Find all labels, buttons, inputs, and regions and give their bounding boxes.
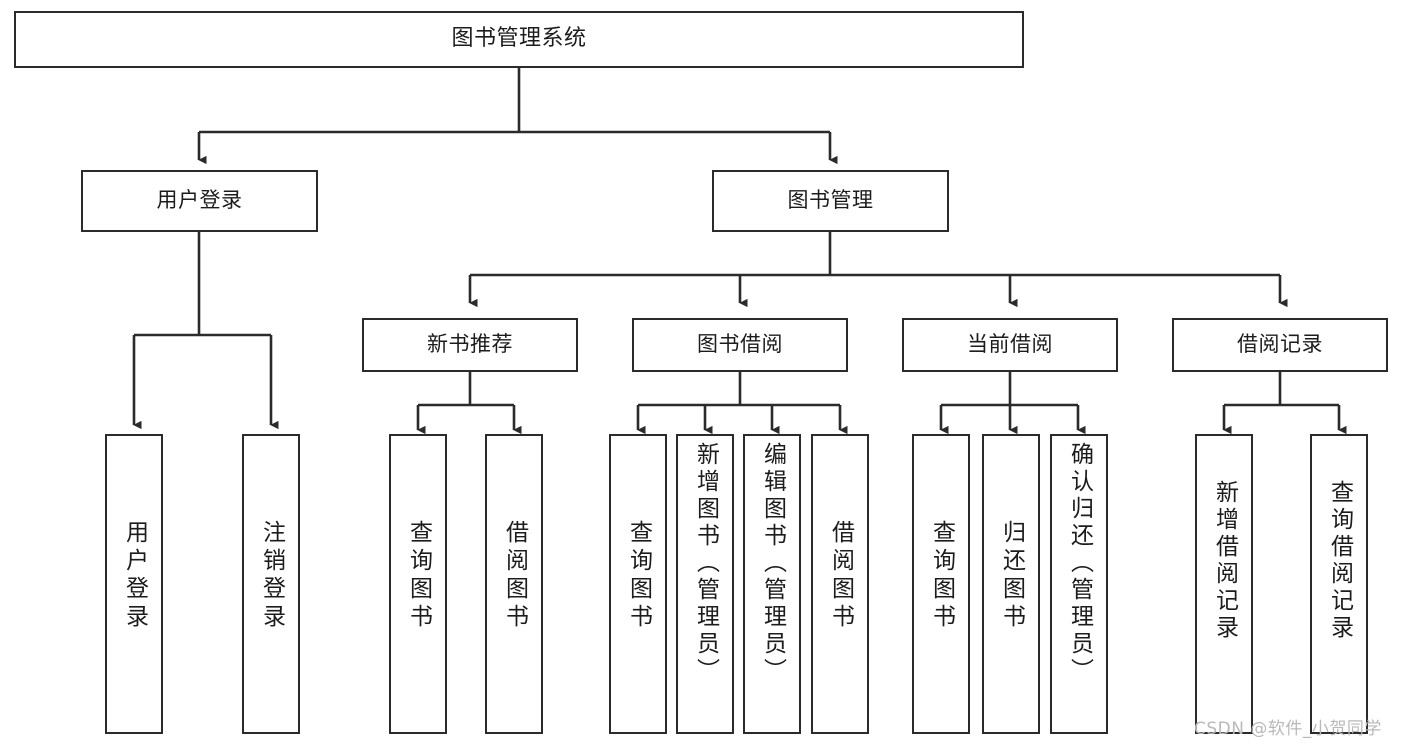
node-label: 借阅记录 [1237, 332, 1323, 357]
leaf-confirm-return-admin[interactable]: 确认归还（管理员） [1050, 434, 1108, 734]
node-label: 图书管理 [787, 188, 874, 213]
leaf-add-borrow-record[interactable]: 新增借阅记录 [1195, 434, 1253, 734]
node-label: 新书推荐 [427, 332, 513, 357]
node-label: 图书借阅 [697, 332, 783, 357]
leaf-logout-login[interactable]: 注销登录 [242, 434, 300, 734]
leaf-return-book[interactable]: 归还图书 [982, 434, 1040, 734]
leaf-borrow-book[interactable]: 借阅图书 [811, 434, 869, 734]
node-label: 用户登录 [156, 188, 243, 213]
node-user-login[interactable]: 用户登录 [81, 170, 318, 232]
node-label: 查询图书 [928, 520, 955, 632]
node-root-system[interactable]: 图书管理系统 [14, 11, 1024, 68]
leaf-query-book-recommend[interactable]: 查询图书 [389, 434, 447, 734]
node-label: 新增图书（管理员） [692, 442, 719, 685]
node-label: 查询图书 [625, 520, 652, 632]
node-label: 新增借阅记录 [1211, 480, 1238, 642]
node-new-book-recommend[interactable]: 新书推荐 [362, 318, 578, 372]
node-label: 确认归还（管理员） [1066, 442, 1093, 685]
node-label: 借阅图书 [827, 520, 854, 632]
node-label: 查询图书 [405, 520, 432, 632]
node-label: 注销登录 [258, 520, 285, 632]
node-label: 图书管理系统 [451, 26, 587, 52]
leaf-query-borrow-record[interactable]: 查询借阅记录 [1310, 434, 1368, 734]
leaf-query-book-borrow[interactable]: 查询图书 [609, 434, 667, 734]
node-label: 当前借阅 [967, 332, 1053, 357]
leaf-borrow-book-recommend[interactable]: 借阅图书 [485, 434, 543, 734]
node-label: 用户登录 [121, 520, 148, 632]
leaf-add-book-admin[interactable]: 新增图书（管理员） [676, 434, 734, 734]
node-borrow-record[interactable]: 借阅记录 [1172, 318, 1388, 372]
node-label: 借阅图书 [501, 520, 528, 632]
node-label: 编辑图书（管理员） [759, 442, 786, 685]
node-label: 归还图书 [998, 520, 1025, 632]
node-book-borrow[interactable]: 图书借阅 [632, 318, 848, 372]
csdn-watermark: CSDN @软件_小贺同学 [1194, 719, 1382, 739]
node-book-management[interactable]: 图书管理 [712, 170, 949, 232]
node-label: 查询借阅记录 [1326, 480, 1353, 642]
node-current-borrow[interactable]: 当前借阅 [902, 318, 1118, 372]
leaf-edit-book-admin[interactable]: 编辑图书（管理员） [743, 434, 801, 734]
leaf-user-login[interactable]: 用户登录 [105, 434, 163, 734]
leaf-query-book-current[interactable]: 查询图书 [912, 434, 970, 734]
